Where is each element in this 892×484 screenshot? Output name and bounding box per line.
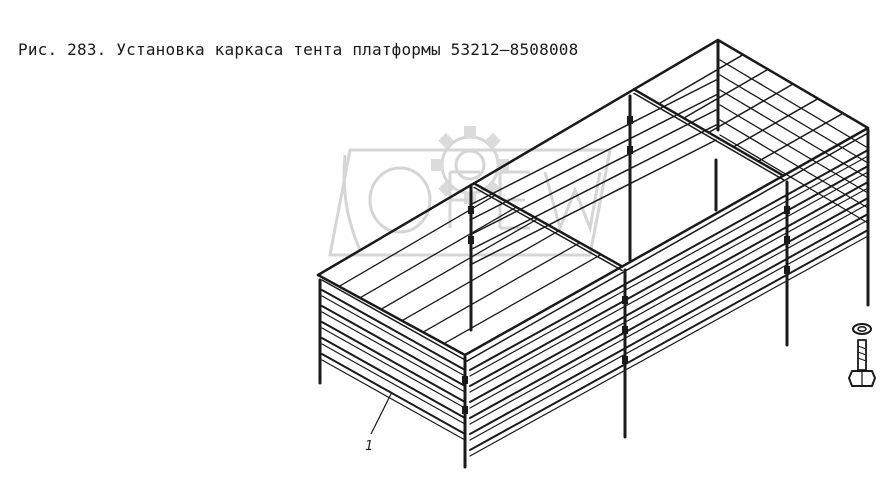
side-board bbox=[469, 124, 717, 251]
end-board bbox=[719, 89, 869, 179]
washer-inner bbox=[857, 326, 867, 332]
post-bracket bbox=[468, 206, 474, 214]
side-board bbox=[469, 109, 717, 236]
post-bracket bbox=[468, 236, 474, 244]
post-bracket bbox=[622, 356, 628, 364]
bolt-head bbox=[848, 370, 876, 387]
side-board bbox=[469, 187, 869, 409]
roof-rail bbox=[463, 126, 870, 357]
side-board bbox=[469, 219, 869, 441]
callout-label: 1 bbox=[365, 439, 373, 454]
post-bracket bbox=[622, 326, 628, 334]
end-board bbox=[321, 337, 466, 419]
roof-rail bbox=[316, 38, 720, 277]
roof-slat bbox=[443, 253, 602, 345]
roof-rail bbox=[316, 273, 467, 357]
gear-icon bbox=[431, 126, 509, 204]
side-board bbox=[469, 171, 869, 393]
watermark bbox=[328, 126, 612, 257]
side-board bbox=[469, 197, 869, 419]
end-board bbox=[719, 59, 869, 149]
end-board bbox=[321, 353, 466, 435]
side-board bbox=[469, 139, 717, 266]
roof-slat bbox=[658, 53, 744, 105]
end-board bbox=[719, 74, 869, 164]
watermark-badge bbox=[328, 148, 612, 257]
roof-slat bbox=[401, 230, 560, 322]
side-board bbox=[469, 213, 869, 435]
post-bracket bbox=[784, 266, 790, 274]
side-board bbox=[469, 181, 869, 403]
end-board bbox=[321, 343, 466, 425]
side-board bbox=[469, 203, 869, 425]
end-board bbox=[321, 305, 466, 387]
roof-slat bbox=[422, 242, 581, 333]
end-board bbox=[321, 289, 466, 371]
roof-crossbeam bbox=[633, 92, 785, 181]
post-bracket bbox=[462, 376, 468, 384]
post-bracket bbox=[627, 116, 633, 124]
post-bracket bbox=[784, 206, 790, 214]
callout-leader bbox=[370, 391, 393, 435]
side-board bbox=[469, 79, 717, 206]
roof-slat bbox=[380, 218, 539, 310]
end-board bbox=[321, 327, 466, 409]
roof-rail bbox=[466, 132, 869, 362]
post-bracket bbox=[784, 236, 790, 244]
roof-rail bbox=[321, 279, 468, 362]
end-board bbox=[321, 359, 466, 441]
end-board bbox=[719, 104, 869, 194]
end-board bbox=[719, 134, 869, 224]
end-board bbox=[321, 311, 466, 393]
roof-slat bbox=[359, 206, 517, 299]
side-board bbox=[469, 235, 869, 457]
figure-caption: Рис. 283. Установка каркаса тента платфо… bbox=[18, 40, 579, 59]
end-board bbox=[321, 321, 466, 403]
tent-frame bbox=[316, 38, 870, 469]
end-board bbox=[321, 295, 466, 377]
post-bracket bbox=[622, 296, 628, 304]
post-bracket bbox=[462, 406, 468, 414]
side-board bbox=[469, 94, 717, 221]
washer-outer bbox=[852, 323, 872, 335]
side-board bbox=[469, 165, 869, 387]
side-board bbox=[469, 155, 869, 377]
end-board bbox=[719, 119, 869, 209]
bolt-and-washer bbox=[848, 323, 876, 387]
callout-1: 1 bbox=[365, 391, 393, 454]
side-board bbox=[469, 149, 869, 371]
post-bracket bbox=[627, 146, 633, 154]
side-board bbox=[469, 229, 869, 451]
